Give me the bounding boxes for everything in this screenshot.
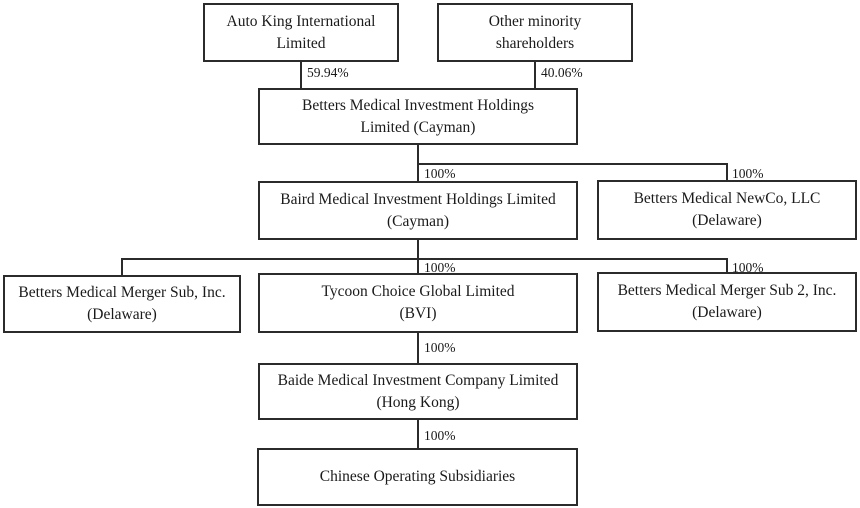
org-box-betters-medical-holdings: Betters Medical Investment Holdings Limi… (258, 88, 578, 145)
org-box-tycoon-choice-global: Tycoon Choice Global Limited (BVI) (258, 273, 578, 333)
org-box-baide-medical-investment: Baide Medical Investment Company Limited… (258, 363, 578, 420)
ownership-label-holdings-to-newco: 100% (732, 166, 764, 181)
ownership-label-tycoon-to-baide: 100% (424, 340, 456, 355)
connector-line (417, 240, 419, 273)
connector-line (300, 62, 302, 88)
connector-line (726, 258, 728, 272)
org-box-other-minority-shareholders: Other minority shareholders (437, 3, 633, 62)
connector-line (417, 333, 419, 363)
org-box-betters-medical-newco: Betters Medical NewCo, LLC (Delaware) (597, 180, 857, 240)
ownership-label-minority: 40.06% (541, 65, 583, 80)
connector-line (121, 258, 123, 275)
org-box-baird-medical-holdings: Baird Medical Investment Holdings Limite… (258, 181, 578, 240)
org-box-betters-medical-merger-sub-2: Betters Medical Merger Sub 2, Inc. (Dela… (597, 272, 857, 332)
connector-line (726, 163, 728, 180)
ownership-label-holdings-to-baird: 100% (424, 166, 456, 181)
ownership-label-baird-to-merger-sub-2: 100% (732, 260, 764, 275)
ownership-label-auto-king: 59.94% (307, 65, 349, 80)
connector-line (417, 163, 728, 165)
org-box-auto-king: Auto King International Limited (203, 3, 399, 62)
connector-line (417, 420, 419, 448)
connector-line (121, 258, 728, 260)
ownership-label-baird-to-tycoon: 100% (424, 260, 456, 275)
org-box-chinese-operating-subsidiaries: Chinese Operating Subsidiaries (257, 448, 578, 506)
ownership-label-baide-to-chinese-ops: 100% (424, 428, 456, 443)
org-box-betters-medical-merger-sub: Betters Medical Merger Sub, Inc. (Delawa… (3, 275, 241, 333)
connector-line (534, 62, 536, 88)
